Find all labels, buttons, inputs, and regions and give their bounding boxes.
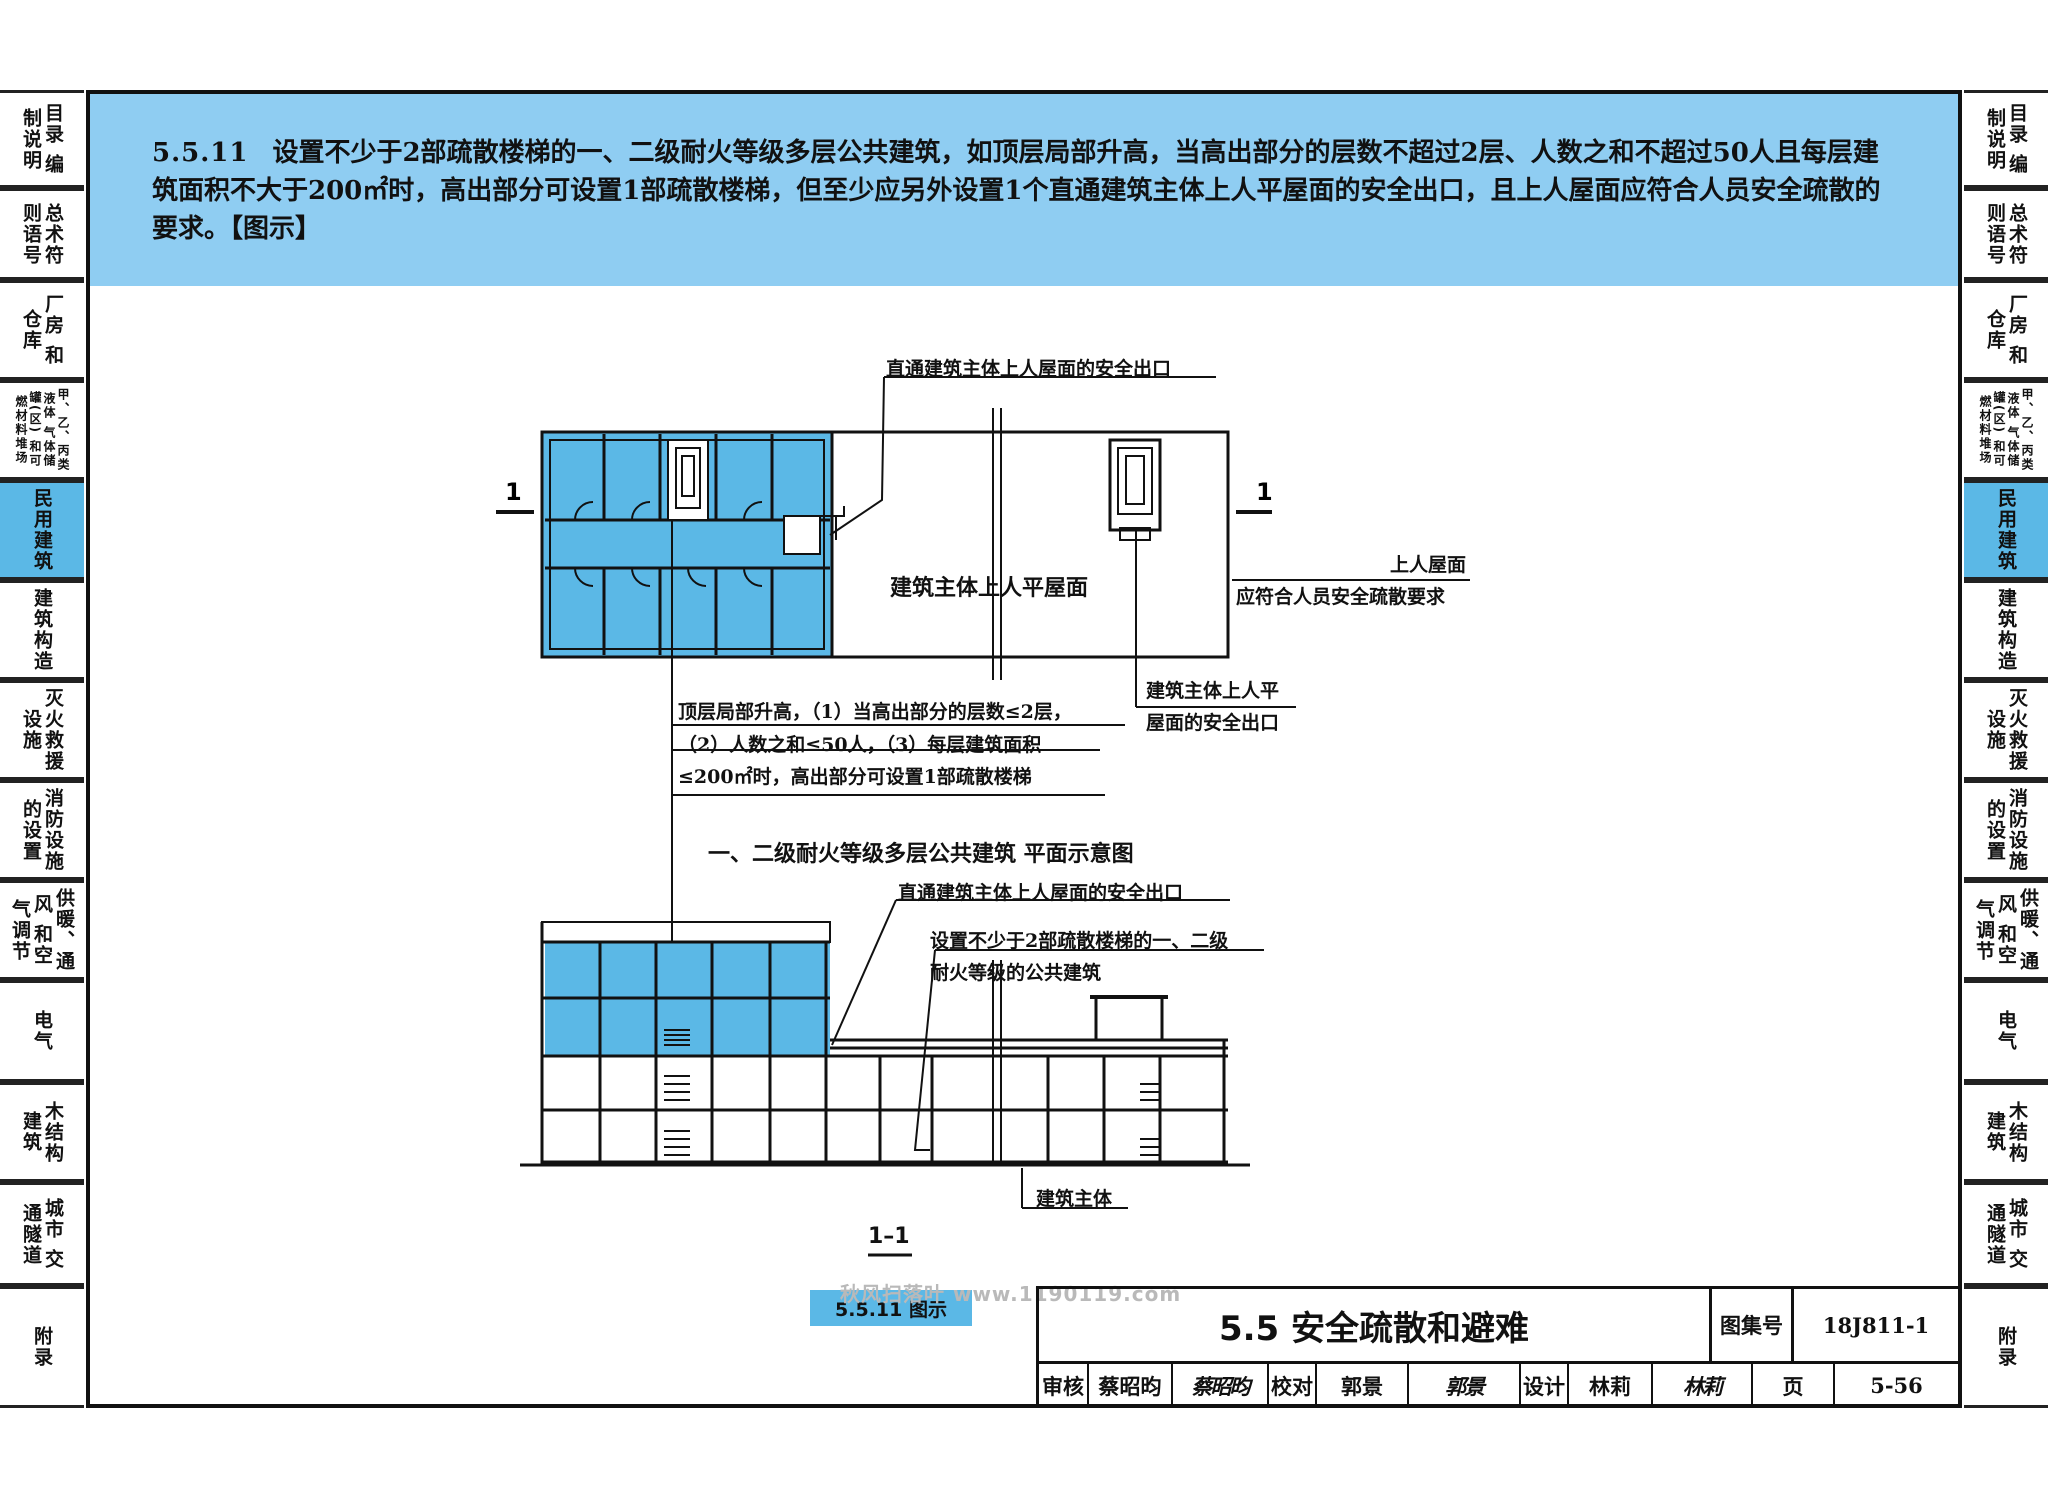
tab-electric[interactable]: 电气 (0, 980, 84, 1082)
left-tab-column: 目录 编制说明 总术符 则语号 厂房 和仓库 甲、乙、丙类液体 气体储罐(区) … (0, 90, 84, 1408)
tab-fire-facilities[interactable]: 消防设施 的设置 (0, 780, 84, 880)
tab-factory[interactable]: 厂房 和仓库 (0, 280, 84, 380)
tab-tanks[interactable]: 甲、乙、丙类液体 气体储罐(区) 和可燃材料堆场 (0, 380, 84, 480)
section-label-main: 建筑主体 (1036, 1188, 1113, 1210)
plan-note-1: 顶层局部升高，（1）当高出部分的层数≤2层， (678, 701, 1072, 723)
tab-contents[interactable]: 目录 编制说明 (0, 90, 84, 188)
tab-rescue[interactable]: 灭火救援 设施 (0, 680, 84, 780)
tab-civil-building-right[interactable]: 民用建筑 (1964, 480, 2048, 580)
section-label-exit: 直通建筑主体上人屋面的安全出口 (898, 882, 1184, 904)
title-block-title: 5.5 安全疏散和避难 (1218, 1308, 1530, 1349)
tab-tanks-right[interactable]: 甲、乙、丙类液体 气体储罐(区) 和可燃材料堆场 (1964, 380, 2048, 480)
page-number: 5-56 (1833, 1364, 1958, 1407)
tab-contents-right[interactable]: 目录 编制说明 (1964, 90, 2048, 188)
tab-rescue-right[interactable]: 灭火救援 设施 (1964, 680, 2048, 780)
tab-tunnel[interactable]: 城市 交通隧道 (0, 1182, 84, 1286)
title-block-signatures: 审核 蔡昭昀 蔡昭昀 校对 郭景 郭景 设计 林莉 林莉 页 5-56 (1039, 1361, 1958, 1407)
tab-hvac[interactable]: 供暖、通风 和空气调节 (0, 880, 84, 980)
page-label: 页 (1751, 1364, 1833, 1407)
title-block: 5.5 安全疏散和避难 图集号 18J811-1 审核 蔡昭昀 蔡昭昀 校对 郭… (1036, 1286, 1958, 1407)
section-label-building-2: 耐火等级的公共建筑 (930, 962, 1102, 984)
plan-label-roof-req-2: 应符合人员安全疏散要求 (1236, 586, 1446, 608)
section-mark-right: 1 (1256, 478, 1273, 506)
designer-signature: 林莉 (1651, 1364, 1751, 1407)
plan-title: 一、二级耐火等级多层公共建筑 平面示意图 (708, 841, 1134, 867)
reviewer-name: 蔡昭昀 (1087, 1364, 1171, 1407)
checker-signature: 郭景 (1407, 1364, 1519, 1407)
clause-number: 5.5.11 (152, 138, 249, 168)
plan-label-roof-req-1: 上人屋面 (1390, 554, 1467, 576)
atlas-label: 图集号 (1709, 1289, 1791, 1361)
plan-label-roof-exit-1: 建筑主体上人平 (1146, 680, 1280, 702)
tab-timber[interactable]: 木结构 建筑 (0, 1082, 84, 1182)
plan-note-3: ≤200㎡时，高出部分可设置1部疏散楼梯 (678, 766, 1032, 788)
plan-label-roof-exit-2: 屋面的安全出口 (1146, 712, 1280, 734)
tab-timber-right[interactable]: 木结构 建筑 (1964, 1082, 2048, 1182)
section-title: 1–1 (868, 1224, 910, 1249)
design-label: 设计 (1519, 1364, 1567, 1407)
plan-label-exit-top: 直通建筑主体上人屋面的安全出口 (886, 358, 1172, 380)
right-tab-column: 目录 编制说明 总术符 则语号 厂房 和仓库 甲、乙、丙类液体 气体储罐(区) … (1964, 90, 2048, 1408)
tab-fire-facilities-right[interactable]: 消防设施 的设置 (1964, 780, 2048, 880)
figure-caption: 5.5.11 图示 (810, 1290, 972, 1326)
reviewer-signature: 蔡昭昀 (1171, 1364, 1267, 1407)
plan-label-roof: 建筑主体上人平屋面 (890, 575, 1089, 601)
section-mark-left: 1 (505, 478, 522, 506)
tab-electric-right[interactable]: 电气 (1964, 980, 2048, 1082)
page-frame (86, 90, 1962, 1408)
tab-appendix[interactable]: 附录 (0, 1286, 84, 1408)
atlas-number: 18J811-1 (1791, 1289, 1958, 1361)
tab-general-right[interactable]: 总术符 则语号 (1964, 188, 2048, 280)
checker-name: 郭景 (1315, 1364, 1407, 1407)
tab-factory-right[interactable]: 厂房 和仓库 (1964, 280, 2048, 380)
tab-appendix-right[interactable]: 附录 (1964, 1286, 2048, 1408)
clause-text: 设置不少于2部疏散楼梯的一、二级耐火等级多层公共建筑，如顶层局部升高，当高出部分… (152, 138, 1881, 244)
designer-name: 林莉 (1567, 1364, 1651, 1407)
section-label-building-1: 设置不少于2部疏散楼梯的一、二级 (930, 930, 1229, 952)
plan-note-2: （2）人数之和≤50人，（3）每层建筑面积 (678, 734, 1042, 756)
tab-tunnel-right[interactable]: 城市 交通隧道 (1964, 1182, 2048, 1286)
tab-general[interactable]: 总术符 则语号 (0, 188, 84, 280)
tab-civil-building[interactable]: 民用建筑 (0, 480, 84, 580)
check-label: 校对 (1267, 1364, 1315, 1407)
review-label: 审核 (1042, 1373, 1084, 1399)
tab-construction[interactable]: 建筑构造 (0, 580, 84, 680)
tab-construction-right[interactable]: 建筑构造 (1964, 580, 2048, 680)
tab-hvac-right[interactable]: 供暖、通风 和空气调节 (1964, 880, 2048, 980)
